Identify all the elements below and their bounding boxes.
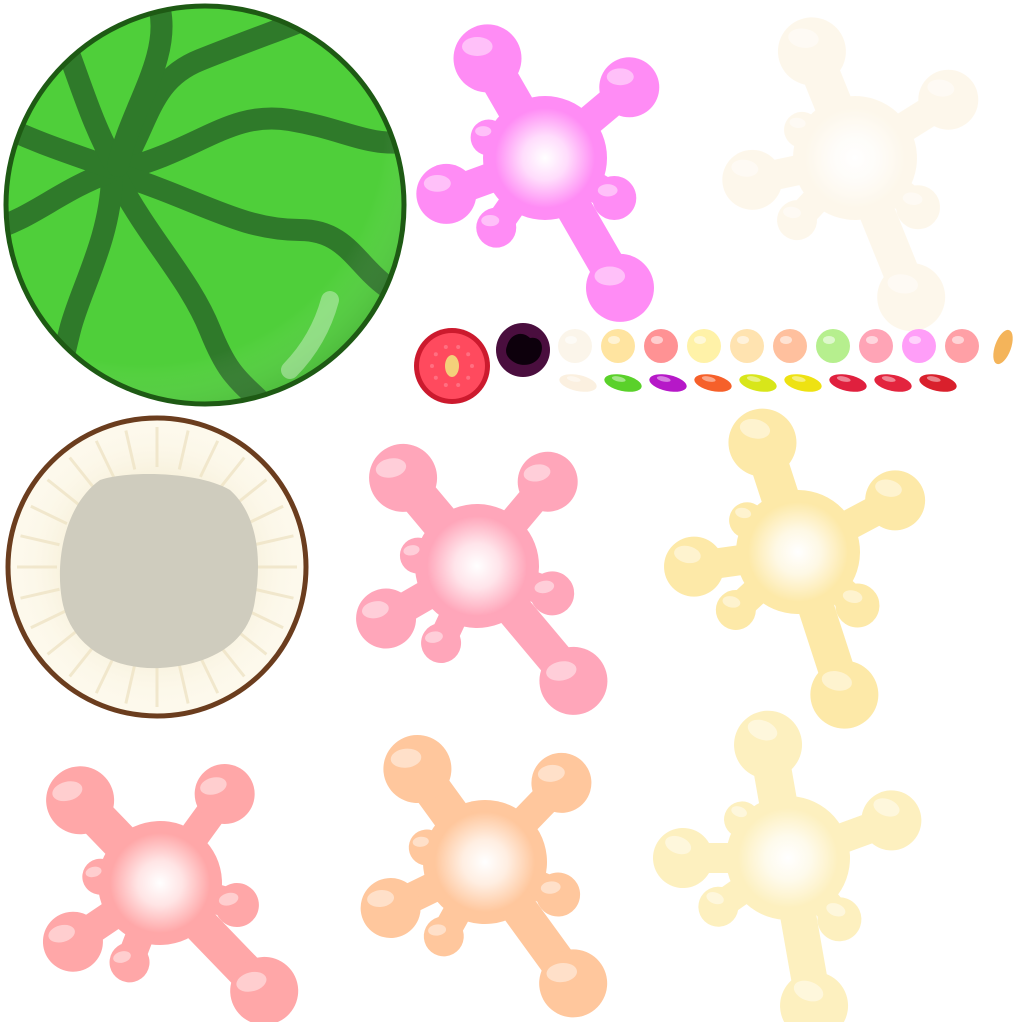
seed-green (604, 374, 642, 392)
peach-splash (360, 734, 608, 1018)
seed-dark-red-shine (926, 376, 941, 382)
seed-orange (694, 374, 732, 392)
seed-yellow (784, 374, 822, 392)
juice-drop-row (558, 329, 1013, 365)
watermelon-sprite (3, 3, 407, 407)
seed-orange-shine (701, 376, 716, 382)
cream-splash (722, 17, 979, 332)
seed-crimson-shine (881, 376, 896, 382)
magenta-splash (416, 24, 660, 322)
apple-slice-sprite (414, 328, 490, 404)
drop-orange-half (993, 329, 1013, 365)
drop-coral (945, 329, 979, 363)
yellow-splash (664, 408, 926, 729)
seed-crimson (874, 374, 912, 392)
coconut-half-sprite (5, 415, 309, 719)
drop-beige (730, 329, 764, 363)
seed-red-shine (836, 376, 851, 382)
seed-purple (649, 374, 687, 392)
drop-red (644, 329, 678, 363)
seed-red (829, 374, 867, 392)
seed-dark-red (919, 374, 957, 392)
drop-peach (773, 329, 807, 363)
seed-cream-shine (566, 376, 581, 382)
seed-cream (559, 374, 597, 392)
pale-yellow-splash (653, 710, 922, 1022)
pink-splash (356, 443, 608, 715)
plum-sprite (496, 323, 550, 377)
drop-light-yellow (687, 329, 721, 363)
seed-purple-shine (656, 376, 671, 382)
drop-pink (859, 329, 893, 363)
seed-yellow-shine (791, 376, 806, 382)
splash-layer (42, 17, 979, 1022)
seed-row (559, 374, 957, 392)
seed-green-shine (611, 376, 626, 382)
coral-splash (42, 764, 299, 1022)
seed-yellow-green-shine (746, 376, 761, 382)
seed-yellow-green (739, 374, 777, 392)
drop-green (816, 329, 850, 363)
drop-cream (558, 329, 592, 363)
drop-magenta (902, 329, 936, 363)
drop-yellow (601, 329, 635, 363)
